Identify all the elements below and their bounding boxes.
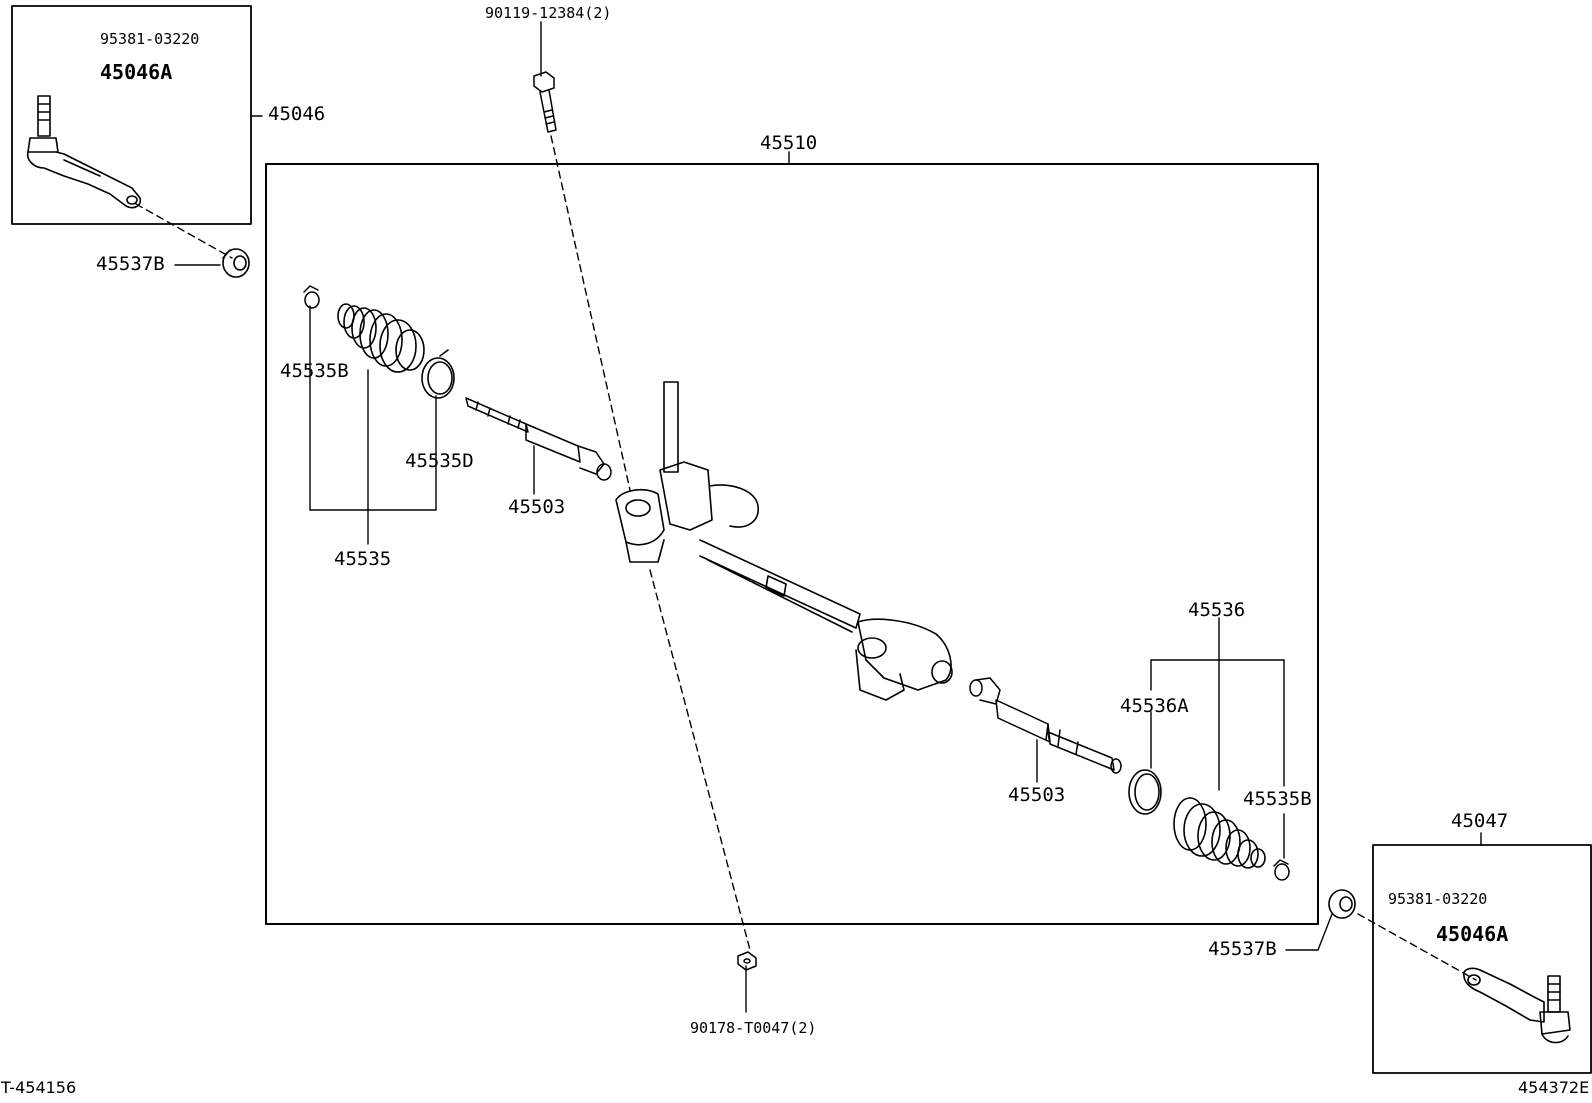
label-lock-nut-rh: 45537B	[1208, 938, 1277, 960]
label-boot-rh: 45536	[1188, 599, 1246, 621]
footer-right-code: 454372E	[1518, 1078, 1590, 1097]
leader-lines	[174, 21, 1482, 1013]
label-cotter-pin-lh: 95381-03220	[100, 30, 200, 48]
label-tie-rod-end-sub-rh: 45046A	[1436, 922, 1509, 946]
label-lock-nut-lh: 45537B	[96, 253, 165, 275]
label-boot-lh: 45535	[334, 548, 392, 570]
label-rack-end-upper: 45503	[508, 496, 566, 518]
label-boot-clamp-rh: 45535B	[1243, 788, 1312, 810]
dashed-lines	[135, 135, 1477, 981]
label-tie-rod-end-rh: 45047	[1451, 810, 1509, 832]
boot-clip-lh-icon	[421, 349, 455, 399]
boot-rh-icon	[1173, 797, 1266, 869]
boot-clip-rh-icon	[1128, 769, 1162, 815]
tie-rod-end-lh-icon	[26, 95, 142, 209]
tie-rod-end-rh-frame	[1372, 844, 1592, 1074]
nut-icon	[737, 951, 757, 971]
rack-end-lower-icon	[969, 677, 1122, 774]
label-boot-clip-rh: 45536A	[1120, 695, 1189, 717]
label-rack-end-lower: 45503	[1008, 784, 1066, 806]
steering-gear-housing-icon	[615, 381, 953, 701]
boot-clamp-lh-icon	[303, 285, 320, 309]
lock-nut-rh-icon	[1328, 889, 1356, 919]
tie-rod-end-lh-frame	[11, 5, 252, 225]
footer-left-code: T-454156	[1, 1078, 77, 1097]
label-boot-clip-lh: 45535D	[405, 450, 474, 472]
boot-clamp-rh-icon	[1273, 859, 1290, 881]
label-nut: 90178-T0047(2)	[690, 1019, 817, 1037]
bolt-icon	[533, 71, 557, 133]
lock-nut-lh-icon	[222, 248, 250, 278]
label-gear-assy: 45510	[760, 132, 818, 154]
label-boot-clamp-lh: 45535B	[280, 360, 349, 382]
label-tie-rod-end-sub-lh: 45046A	[100, 60, 173, 84]
label-bolt: 90119-12384(2)	[485, 4, 612, 22]
rack-end-upper-icon	[465, 397, 612, 481]
label-tie-rod-end-lh: 45046	[268, 103, 326, 125]
boot-lh-icon	[337, 303, 425, 373]
tie-rod-end-rh-icon	[1462, 967, 1571, 1044]
gear-assy-frame	[265, 163, 1319, 925]
label-cotter-pin-rh: 95381-03220	[1388, 890, 1488, 908]
